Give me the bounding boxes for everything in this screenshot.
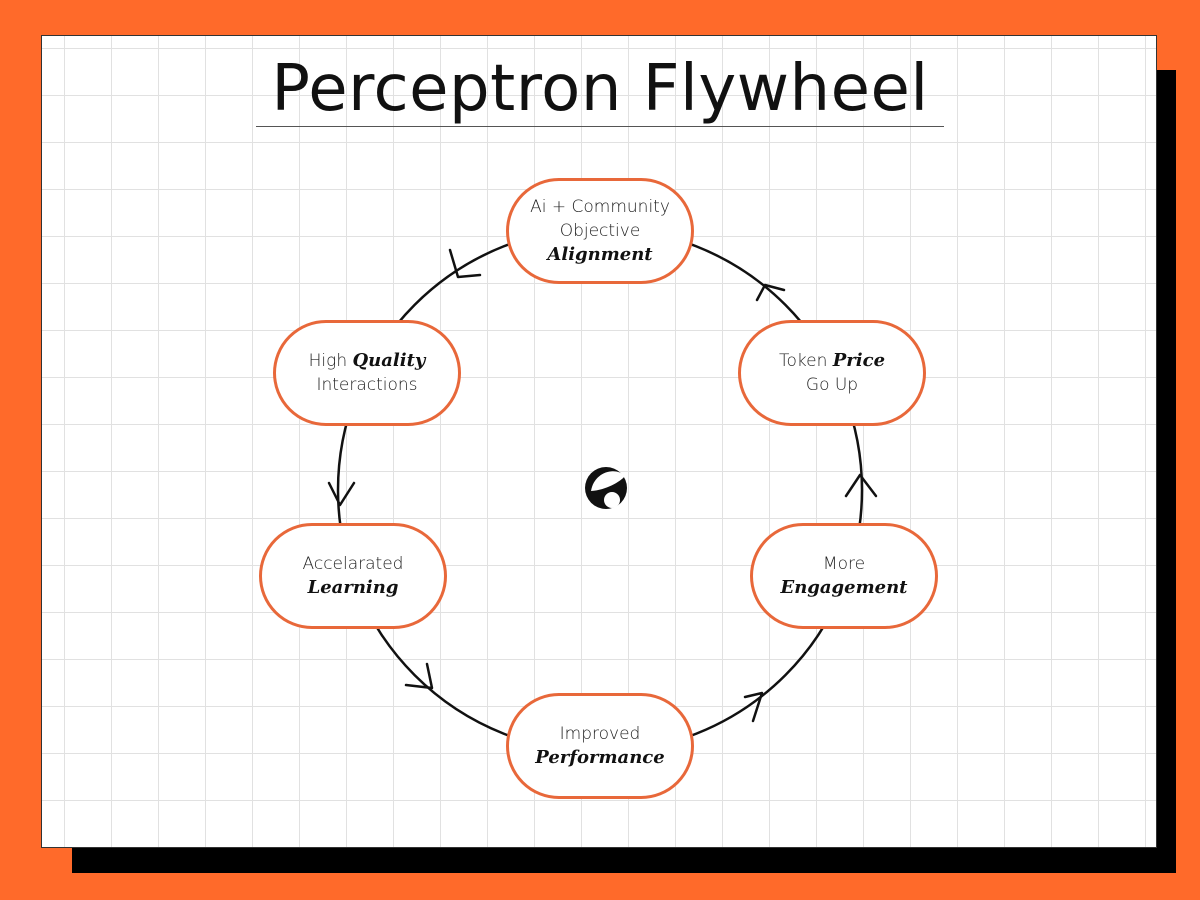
node-performance-emphasis: Performance (535, 747, 665, 768)
arrow-learning-to-performance (404, 662, 434, 690)
node-token-price-line1: Token Price (779, 349, 885, 373)
node-quality-emphasis: Quality (352, 350, 426, 371)
cycle-arrows (327, 248, 878, 723)
node-alignment-emphasis: Alignment (547, 244, 653, 265)
node-alignment-line1: Ai + Community (530, 197, 670, 217)
node-learning: Accelarated Learning (259, 523, 447, 629)
node-alignment: Ai + Community Objective Alignment (506, 178, 694, 284)
arrow-engagement-to-token (844, 473, 878, 498)
node-learning-line1: Accelarated (302, 554, 404, 574)
node-engagement-emphasis: Engagement (780, 577, 908, 598)
title-underline (256, 126, 944, 127)
page-title: Perceptron Flywheel (271, 52, 929, 126)
node-quality-line2: Interactions (316, 375, 418, 395)
node-token-price-emphasis: Price (832, 350, 886, 371)
arrow-performance-to-engagement (743, 691, 764, 723)
node-token-price-text: Token (778, 351, 828, 371)
node-engagement: More Engagement (750, 523, 938, 629)
node-engagement-line1: More (822, 554, 866, 574)
node-alignment-line2: Objective (559, 221, 641, 241)
node-token-price-line2: Go Up (805, 375, 859, 395)
node-quality: High Quality Interactions (273, 320, 461, 426)
perceptron-logo-icon (585, 467, 627, 509)
arrow-quality-to-learning (327, 481, 356, 507)
node-token-price: Token Price Go Up (738, 320, 926, 426)
node-learning-emphasis: Learning (307, 577, 399, 598)
node-quality-text: High (308, 351, 348, 371)
node-quality-line1: High Quality (309, 349, 426, 373)
arrow-alignment-to-quality (448, 248, 482, 279)
grid-card (41, 35, 1157, 848)
arrow-token-to-alignment (755, 283, 786, 302)
node-performance-line1: Improved (559, 724, 641, 744)
node-performance: Improved Performance (506, 693, 694, 799)
